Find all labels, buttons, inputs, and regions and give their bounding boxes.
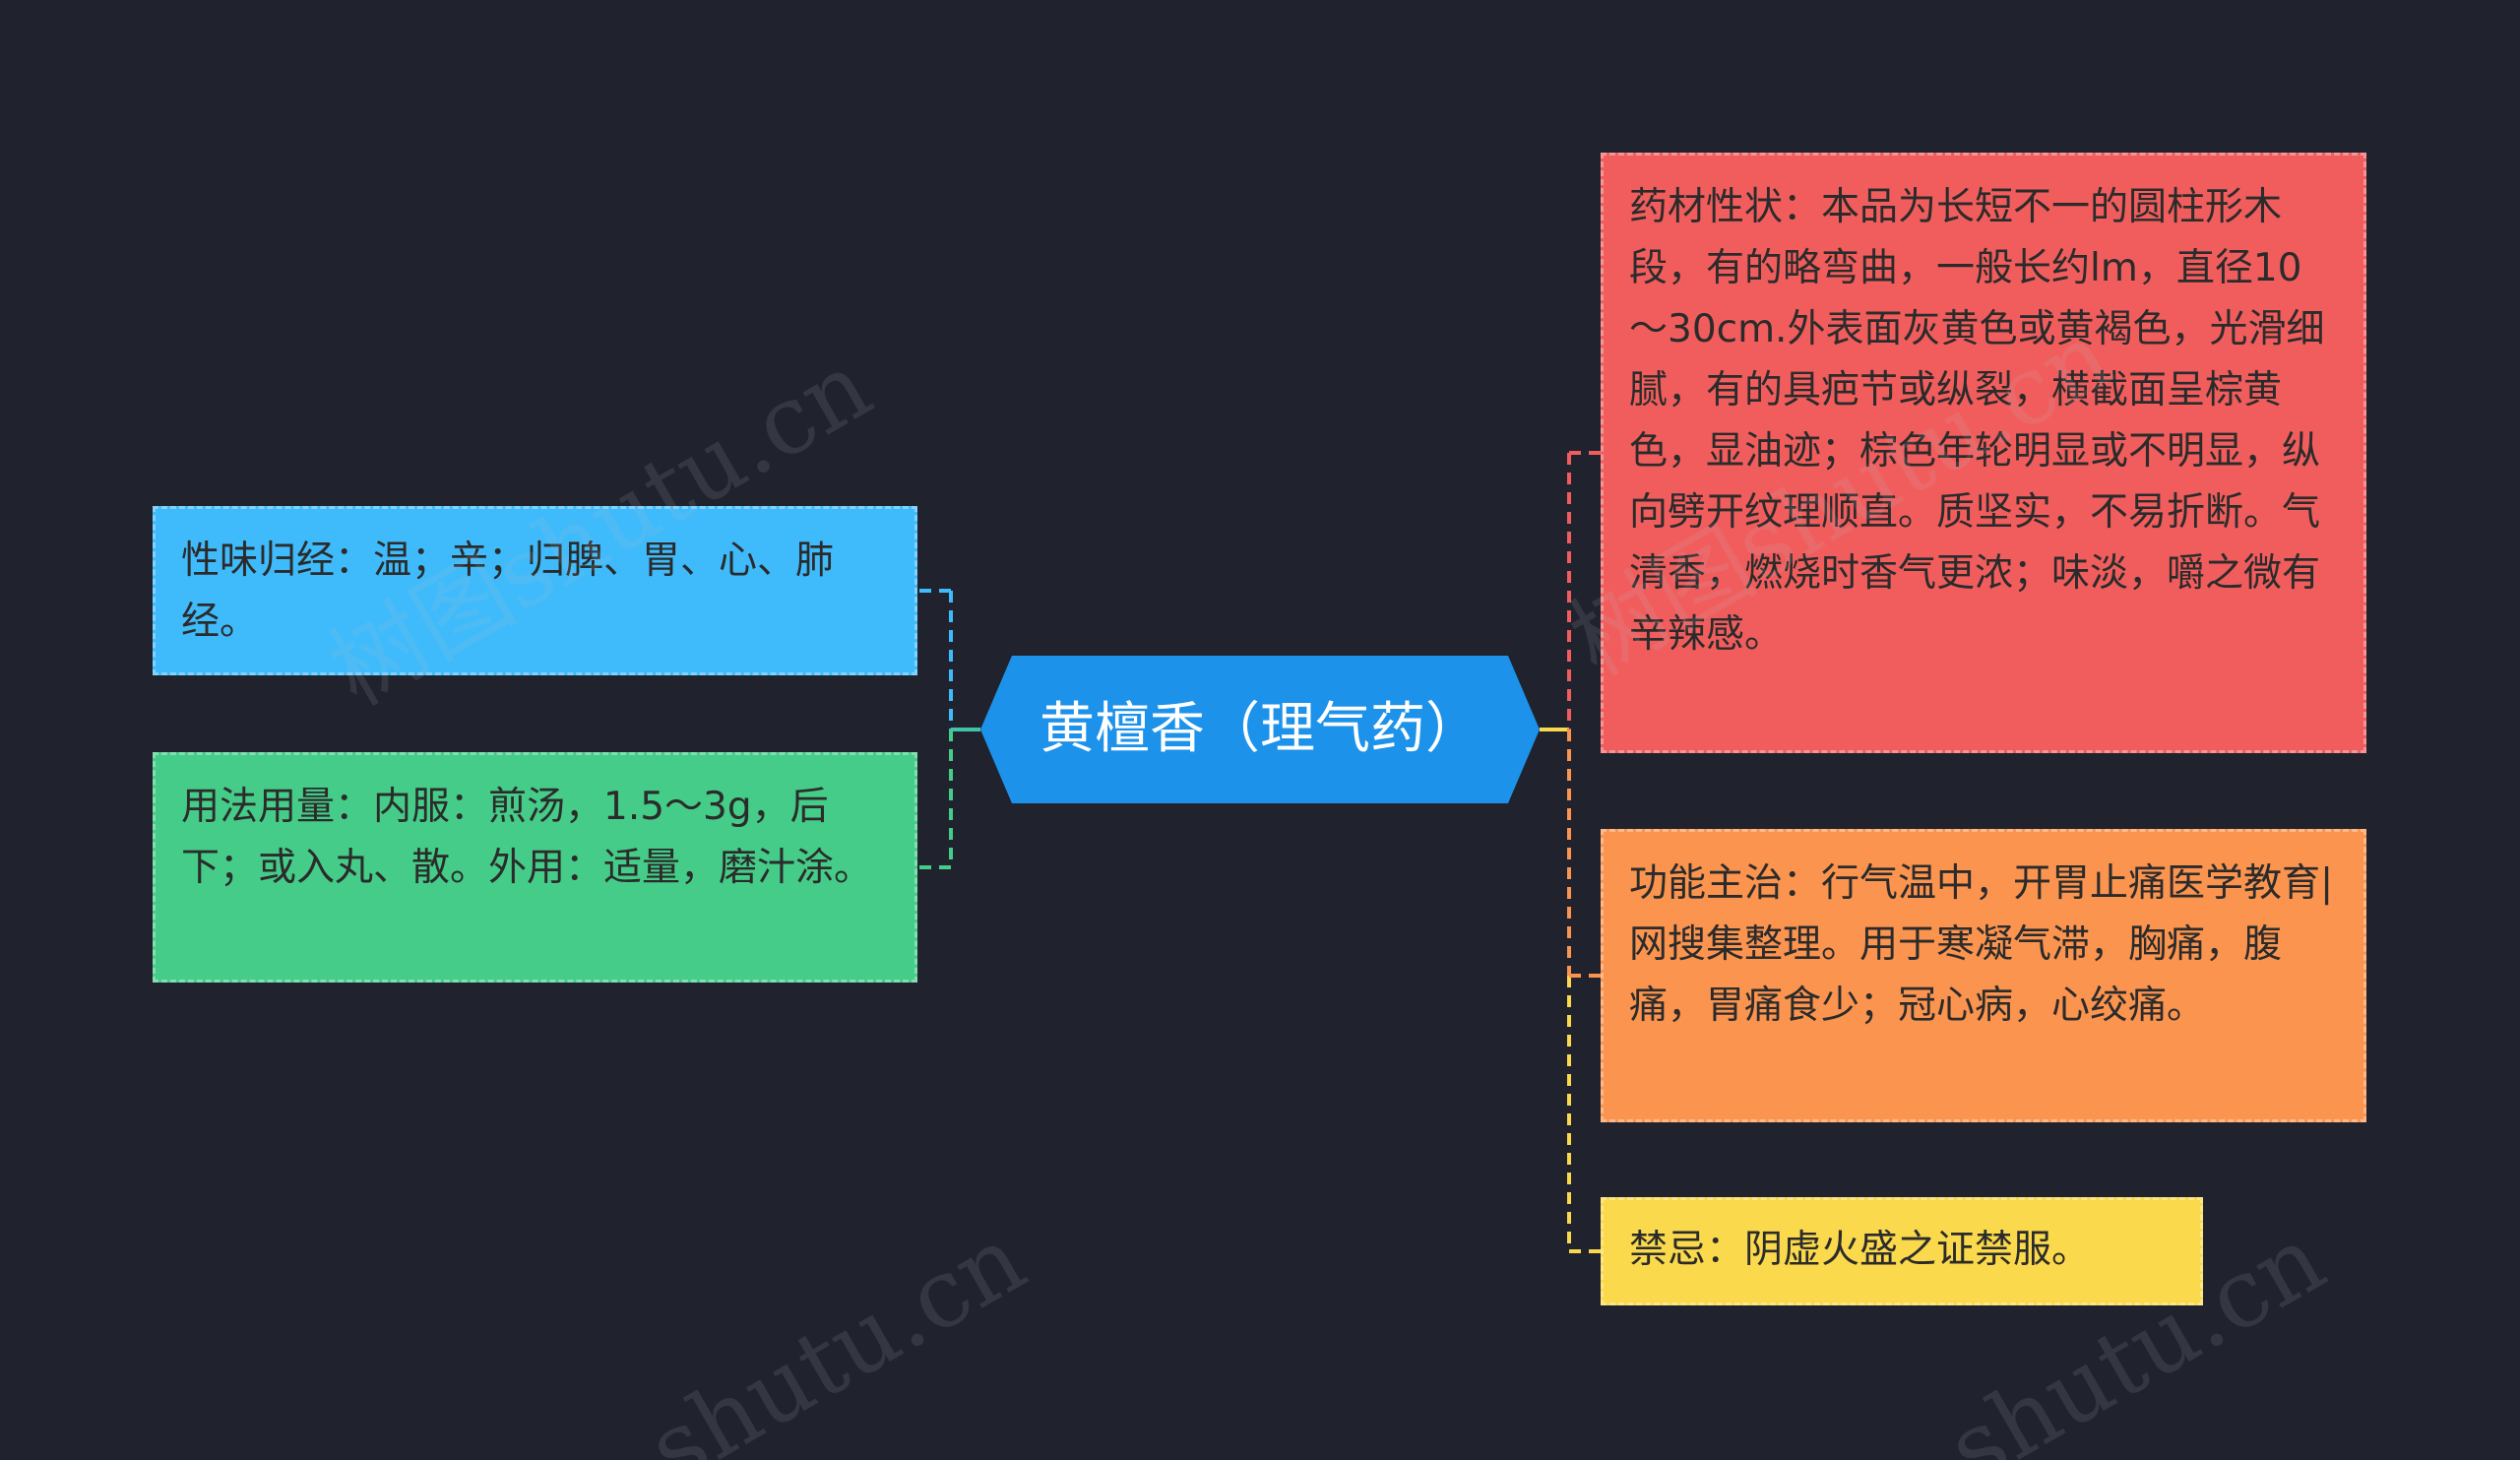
topic-text: 禁忌：阴虚火盛之证禁服。 (1629, 1228, 2091, 1272)
topic-functions-indications[interactable]: 功能主治：行气温中，开胃止痛医学教育|网搜集整理。用于寒凝气滞，胸痛，腹痛，胃痛… (1601, 829, 2366, 1122)
root-topic-label: 黄檀香（理气药） (1040, 697, 1480, 761)
topic-text: 药材性状：本品为长短不一的圆柱形木段，有的略弯曲，一般长约lm，直径10～30c… (1629, 185, 2325, 657)
topic-text: 性味归经：温；辛；归脾、胃、心、肺经。 (181, 539, 835, 644)
topic-text: 用法用量：内服：煎汤，1.5～3g，后下；或入丸、散。外用：适量，磨汁涂。 (181, 785, 873, 890)
topic-properties-meridians[interactable]: 性味归经：温；辛；归脾、胃、心、肺经。 (153, 506, 917, 675)
topic-usage-dosage[interactable]: 用法用量：内服：煎汤，1.5～3g，后下；或入丸、散。外用：适量，磨汁涂。 (153, 752, 917, 983)
topic-text: 功能主治：行气温中，开胃止痛医学教育|网搜集整理。用于寒凝气滞，胸痛，腹痛，胃痛… (1629, 861, 2334, 1028)
topic-herb-characteristics[interactable]: 药材性状：本品为长短不一的圆柱形木段，有的略弯曲，一般长约lm，直径10～30c… (1601, 153, 2366, 753)
root-topic[interactable]: 黄檀香（理气药） (980, 656, 1540, 803)
topic-contraindications[interactable]: 禁忌：阴虚火盛之证禁服。 (1601, 1197, 2203, 1305)
